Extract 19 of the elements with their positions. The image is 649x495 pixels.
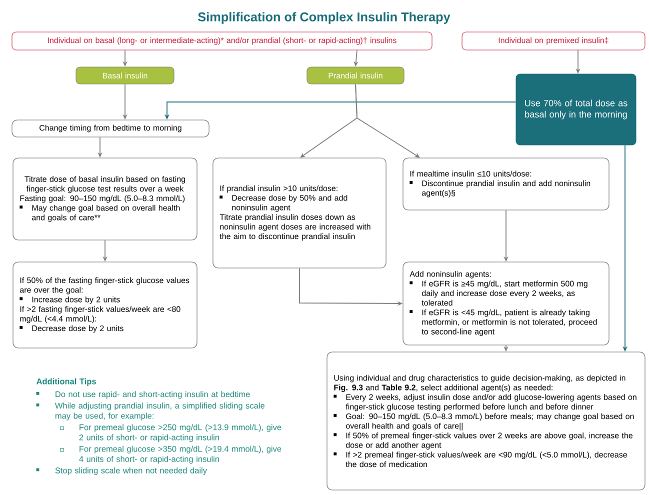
header-box: Individual on basal (long- or intermediate-acting)* and/or prandial (short- or rapid-acting)† insulins: [12, 32, 432, 50]
tips-heading: Additional Tips: [36, 378, 96, 386]
tip-text: While adjusting prandial insulin, a simplified sliding scale may be used, for example:: [54, 402, 264, 420]
header-box: Individual on premixed insulin‡: [462, 32, 646, 50]
instruction-box: Use 70% of total dose as basal only in the morning: [516, 74, 636, 146]
tip-text: For premeal glucose >350 mg/dL (>19.4 mmol/L), give 4 units of short- or rapid-acting insulin: [79, 446, 282, 464]
title: Simplification of Complex Insulin Therapy: [198, 12, 450, 24]
process-box: Using individual and drug characteristics to guide decision-making, as depicted in Fig. 9.3 and Table 9.2, select additional agent(s) as needed: Every 2 weeks, adjust insulin dose and/or add glucose-lowering agents based on finger-stick glucose testing performed before lunch and before dinner Goal: 90–150 mg/dL (5.0–8.3 mmo/L) before meals; may change goal based on overall health and goals of care|| If 50% of premeal finger-stick values over 2 weeks are above goal, increase the dose or add another agent If >2 premeal finger-stick values/week are <90 mg/dL (<5.0 mmol/L), decrease the dose of medication: [326, 352, 646, 490]
tip-text: For premeal glucose >250 mg/dL (>13.9 mmol/L), give 2 units of short- or rapid-acting insulin: [79, 424, 282, 442]
category-box: Prandial insulin: [306, 66, 404, 84]
tip-text: Stop sliding scale when not needed daily: [55, 467, 207, 476]
tip-text: Do not use rapid- and short-acting insulin at bedtime: [56, 391, 250, 399]
process-box: Titrate dose of basal insulin based on fasting finger-stick glucose test results over a week Fasting goal: 90–150 mg/dL (5.0–8.3 mmol/L) May change goal based on overall health and goals of care**: [12, 158, 198, 240]
process-box: If mealtime insulin ≤10 units/dose: Discontinue prandial insulin and add noninsulin agent(s)§: [402, 158, 610, 210]
process-box: Add noninsulin agents: If eGFR is ≥45 mg/dL, start metformin 500 mg daily and increase dose every 2 weeks, as tolerated If eGFR is <45 mg/dL, patient is already taking metformin, or metformin is not tolerated, proceed to second-line agent: [402, 262, 610, 346]
category-box: Basal insulin: [76, 66, 174, 84]
process-box: If 50% of the fasting finger-stick glucose values are over the goal: Increase dose by 2 units If >2 fasting finger-stick values/week are <80 mg/dL (<4.4 mmol/L): Decrease dose by 2 units: [12, 262, 198, 348]
process-box: Change timing from bedtime to morning: [12, 120, 210, 138]
process-box: If prandial insulin >10 units/dose: Decrease dose by 50% and add noninsulin agent Titrate prandial insulin doses down as noninsulin agent doses are increased with the aim to discontinue prandial insulin: [212, 158, 386, 268]
